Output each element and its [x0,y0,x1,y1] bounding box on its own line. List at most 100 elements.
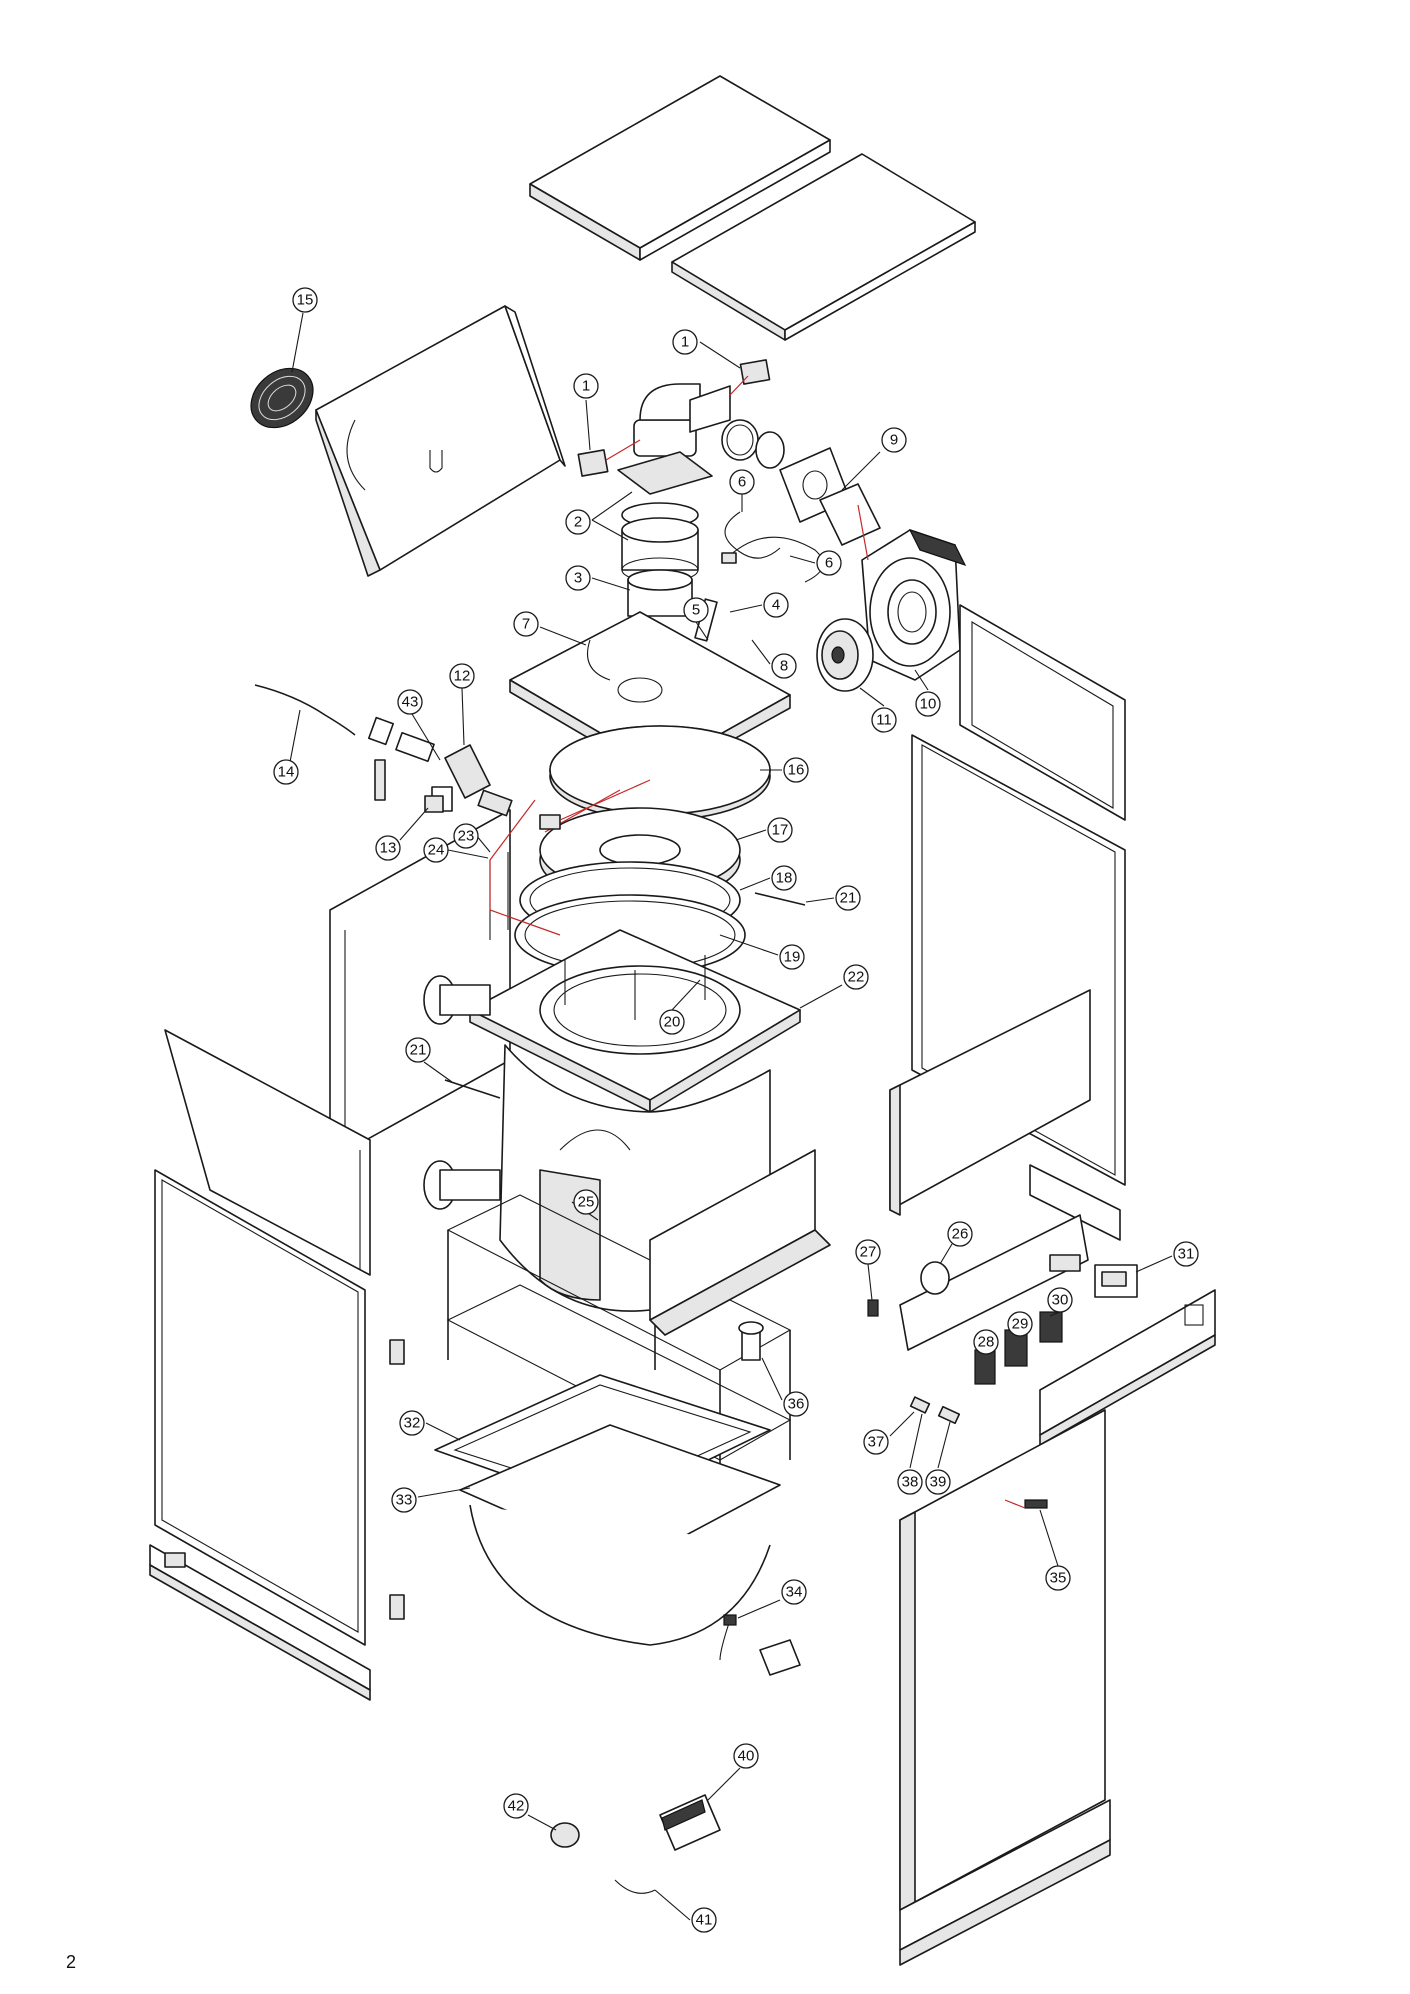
top-cover-panel-front [671,153,976,341]
flue-elbow [617,383,731,495]
svg-text:38: 38 [902,1474,919,1491]
callout-34: 34 [737,1579,807,1619]
svg-text:28: 28 [978,1334,995,1351]
callout-17: 17 [735,817,793,843]
svg-text:40: 40 [738,1748,755,1765]
rear-hood-panel [315,305,566,577]
svg-text:35: 35 [1050,1570,1067,1587]
callout-6b: 6 [789,550,842,576]
safety-valve [738,1321,764,1361]
callout-18: 18 [739,865,797,891]
svg-text:11: 11 [876,712,892,729]
svg-text:13: 13 [380,840,397,857]
rod-lower [444,1079,501,1099]
right-kick-plate [899,1799,1111,1966]
svg-text:25: 25 [578,1194,595,1211]
flange-connection-lower [423,1160,501,1210]
callout-3: 3 [565,565,631,591]
callout-26: 26 [939,1221,973,1265]
svg-text:17: 17 [772,822,789,839]
svg-text:31: 31 [1178,1246,1195,1263]
flange-connection-upper [423,975,491,1025]
svg-text:6: 6 [738,474,746,491]
callout-21b: 21 [405,1037,453,1083]
callout-19: 19 [719,934,805,970]
svg-text:42: 42 [508,1798,525,1815]
gas-pipe-assembly [254,684,561,830]
callout-25: 25 [571,1189,599,1221]
svg-text:5: 5 [692,602,700,619]
connector-line-4 [489,799,561,936]
callout-21a: 21 [805,885,861,911]
callout-16: 16 [760,757,809,783]
callout-2: 2 [565,491,633,541]
svg-text:32: 32 [404,1415,421,1432]
svg-text:41: 41 [696,1912,713,1929]
svg-text:10: 10 [920,696,937,713]
control-modules [867,1261,1138,1385]
svg-text:39: 39 [930,1474,947,1491]
callout-30: 30 [1047,1287,1073,1317]
right-front-door [899,1409,1106,1911]
right-frame-bottom [1029,1164,1121,1241]
svg-text:1: 1 [681,334,689,351]
svg-text:21: 21 [410,1042,427,1059]
callout-41: 41 [654,1889,717,1933]
callout-11: 11 [859,687,897,733]
callout-35: 35 [1039,1509,1071,1591]
relay-module [659,1794,721,1851]
sensor-cable [719,1614,801,1676]
callout-1b: 1 [573,373,599,451]
callout-43: 43 [397,689,441,761]
rear-right-frame [959,604,1126,821]
control-panel-rail [899,1214,1089,1351]
svg-text:29: 29 [1012,1316,1029,1333]
callout-1a: 1 [672,329,741,369]
svg-text:2: 2 [574,514,582,531]
rings [721,419,881,546]
svg-text:26: 26 [952,1226,969,1243]
callout-9: 9 [841,427,907,491]
ignition-cables [721,511,824,583]
callout-22: 22 [799,964,869,1009]
svg-text:8: 8 [780,658,788,675]
callout-12: 12 [449,663,475,746]
svg-text:37: 37 [868,1434,885,1451]
left-side-panel-upper [164,1029,371,1276]
svg-text:6: 6 [825,555,833,572]
callout-10: 10 [914,669,941,717]
svg-text:14: 14 [278,764,295,781]
svg-text:19: 19 [784,949,801,966]
callout-15: 15 [291,287,318,373]
svg-text:9: 9 [890,432,898,449]
flue-gaskets [621,502,699,617]
blower-housing [861,528,967,681]
small-fittings [909,1396,961,1425]
callout-36: 36 [761,1357,809,1417]
connector-line-2 [729,375,749,396]
callout-7: 7 [513,611,587,646]
svg-text:3: 3 [574,570,582,587]
callout-24: 24 [423,837,489,863]
callout-32: 32 [399,1410,461,1441]
frame-crossbar-panel [649,1149,831,1336]
svg-text:34: 34 [786,1584,803,1601]
right-upper-panel [889,989,1091,1216]
callout-38: 38 [897,1413,923,1495]
fan-guard [250,367,314,429]
svg-text:24: 24 [428,842,445,859]
svg-text:20: 20 [664,1014,681,1031]
svg-text:36: 36 [788,1396,805,1413]
svg-text:43: 43 [402,694,419,711]
svg-text:16: 16 [788,762,805,779]
callout-40: 40 [707,1743,759,1801]
callout-27: 27 [855,1239,881,1301]
connector-line-3 [857,504,869,561]
sensor-block-1 [577,359,771,477]
base-tray [459,1424,781,1646]
callout-39: 39 [925,1421,951,1495]
svg-text:27: 27 [860,1244,877,1261]
connector-line-6 [1004,1499,1026,1509]
callout-8: 8 [751,639,797,679]
